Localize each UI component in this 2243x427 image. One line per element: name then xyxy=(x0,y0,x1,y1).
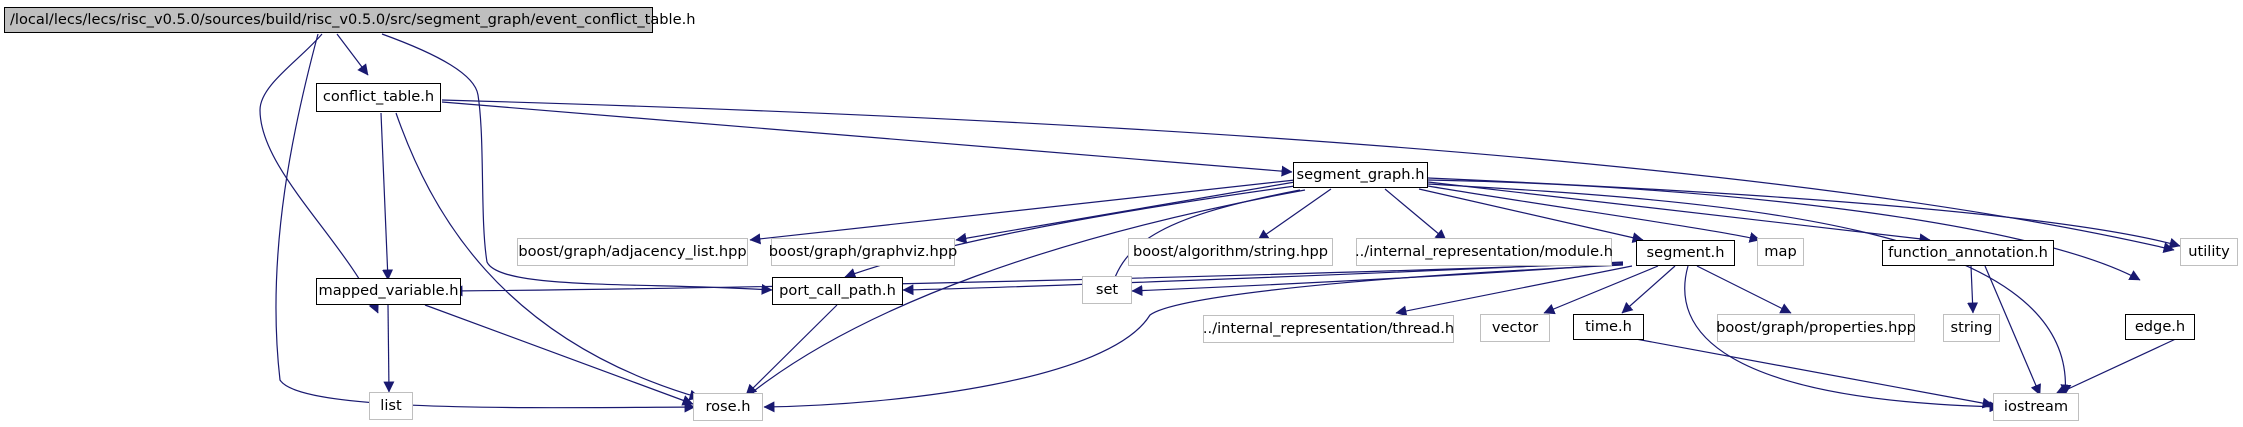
file-node-label: string xyxy=(1950,318,1993,336)
edge-segment-graph-iostream xyxy=(1427,183,2072,396)
edge-conflict-table-mapped-variable xyxy=(380,112,394,281)
edge-segment-iostream xyxy=(1684,265,2001,413)
edge-function-annotation-iostream xyxy=(1984,265,2041,396)
file-node-vector: vector xyxy=(1480,314,1550,342)
file-node-properties: boost/graph/properties.hpp xyxy=(1716,314,1916,342)
file-node-label: vector xyxy=(1491,318,1539,336)
edge-conflict-table-rose xyxy=(395,112,701,401)
file-node-label: ../internal_representation/thread.h xyxy=(1202,319,1455,337)
edge-segment-set xyxy=(1131,263,1624,297)
file-node-port-call-path[interactable]: port_call_path.h xyxy=(772,277,903,305)
edge-time-iostream xyxy=(1624,336,1994,409)
file-node-iostream: iostream xyxy=(1993,393,2079,421)
file-node-set: set xyxy=(1082,276,1132,304)
edge-segment-graph-segment xyxy=(1418,188,1644,244)
file-node-string: string xyxy=(1943,314,2000,342)
file-node-label: segment_graph.h xyxy=(1296,165,1425,183)
file-node-ir-module: ../internal_representation/module.h xyxy=(1355,238,1614,266)
file-node-segment-graph[interactable]: segment_graph.h xyxy=(1293,162,1428,188)
edge-segment-graph-function-annotation xyxy=(1427,181,1931,245)
file-node-label: port_call_path.h xyxy=(779,281,896,299)
file-node-conflict-table[interactable]: conflict_table.h xyxy=(316,83,441,112)
file-node-list: list xyxy=(369,392,413,420)
edge-segment-time xyxy=(1621,265,1676,314)
edge-segment-graph-rose xyxy=(744,189,1306,399)
file-node-label: function_annotation.h xyxy=(1888,243,2048,261)
file-node-algorithm-string: boost/algorithm/string.hpp xyxy=(1128,238,1333,266)
edge-segment-ir-thread xyxy=(1395,265,1633,317)
file-node-label: ../internal_representation/module.h xyxy=(1355,242,1614,260)
edge-segment-graph-graphviz xyxy=(955,181,1296,244)
file-node-label: boost/graph/properties.hpp xyxy=(1716,318,1916,336)
edge-segment-graph-adjacency-list xyxy=(749,179,1296,245)
file-node-label: segment.h xyxy=(1646,243,1725,261)
file-node-function-annotation[interactable]: function_annotation.h xyxy=(1882,240,2054,266)
file-node-map: map xyxy=(1757,238,1804,266)
edge-mapped-variable-rose xyxy=(424,304,694,406)
file-node-edge[interactable]: edge.h xyxy=(2125,314,2195,340)
file-node-time[interactable]: time.h xyxy=(1573,314,1644,340)
edge-mapped-variable-list xyxy=(383,304,395,393)
file-node-label: rose.h xyxy=(705,397,751,415)
file-node-label: utility xyxy=(2188,242,2230,260)
edge-conflict-table-segment-graph xyxy=(441,101,1293,177)
file-node-segment[interactable]: segment.h xyxy=(1636,240,1735,266)
file-node-label: list xyxy=(380,396,402,414)
file-node-label: boost/graph/graphviz.hpp xyxy=(768,242,958,260)
file-node-label: time.h xyxy=(1585,317,1632,335)
edge-root-port-call-path xyxy=(381,33,773,295)
file-node-label: /local/lecs/lecs/risc_v0.5.0/sources/bui… xyxy=(10,10,696,28)
file-node-ir-thread: ../internal_representation/thread.h xyxy=(1203,315,1454,343)
file-node-adjacency-list: boost/graph/adjacency_list.hpp xyxy=(517,238,748,266)
file-node-label: conflict_table.h xyxy=(322,88,435,106)
edge-segment-graph-map xyxy=(1427,185,1761,243)
edge-segment-graph-algorithm-string xyxy=(1257,188,1332,241)
file-node-root: /local/lecs/lecs/risc_v0.5.0/sources/bui… xyxy=(4,7,695,33)
edge-segment-rose xyxy=(763,264,1624,413)
file-node-label: edge.h xyxy=(2134,317,2186,335)
file-node-utility: utility xyxy=(2180,238,2238,266)
edge-segment-graph-edge xyxy=(1427,179,2141,281)
edge-root-mapped-variable xyxy=(259,33,379,314)
file-node-label: mapped_variable.h xyxy=(318,282,459,300)
edge-segment-port-call-path xyxy=(902,261,1624,296)
edge-root-conflict-table xyxy=(336,33,369,76)
file-node-mapped-variable[interactable]: mapped_variable.h xyxy=(316,278,461,305)
file-node-label: iostream xyxy=(2003,397,2069,415)
file-node-graphviz: boost/graph/graphviz.hpp xyxy=(768,238,958,266)
file-node-label: boost/graph/adjacency_list.hpp xyxy=(518,242,747,260)
edge-conflict-table-utility xyxy=(441,99,2175,253)
edge-edge-iostream xyxy=(2054,336,2181,396)
edge-segment-graph-ir-module xyxy=(1384,188,1447,241)
edge-segment-mapped-variable xyxy=(451,262,1624,297)
file-node-rose: rose.h xyxy=(693,393,763,421)
edge-segment-graph-utility xyxy=(1427,177,2181,249)
file-node-label: map xyxy=(1764,242,1797,260)
edge-function-annotation-string xyxy=(1967,265,1979,314)
edge-segment-properties xyxy=(1696,265,1792,314)
file-node-label: boost/algorithm/string.hpp xyxy=(1132,242,1329,260)
file-node-label: set xyxy=(1095,280,1119,298)
edge-root-rose xyxy=(275,33,696,413)
edge-segment-vector xyxy=(1543,265,1659,315)
edge-port-call-path-rose xyxy=(745,304,838,396)
